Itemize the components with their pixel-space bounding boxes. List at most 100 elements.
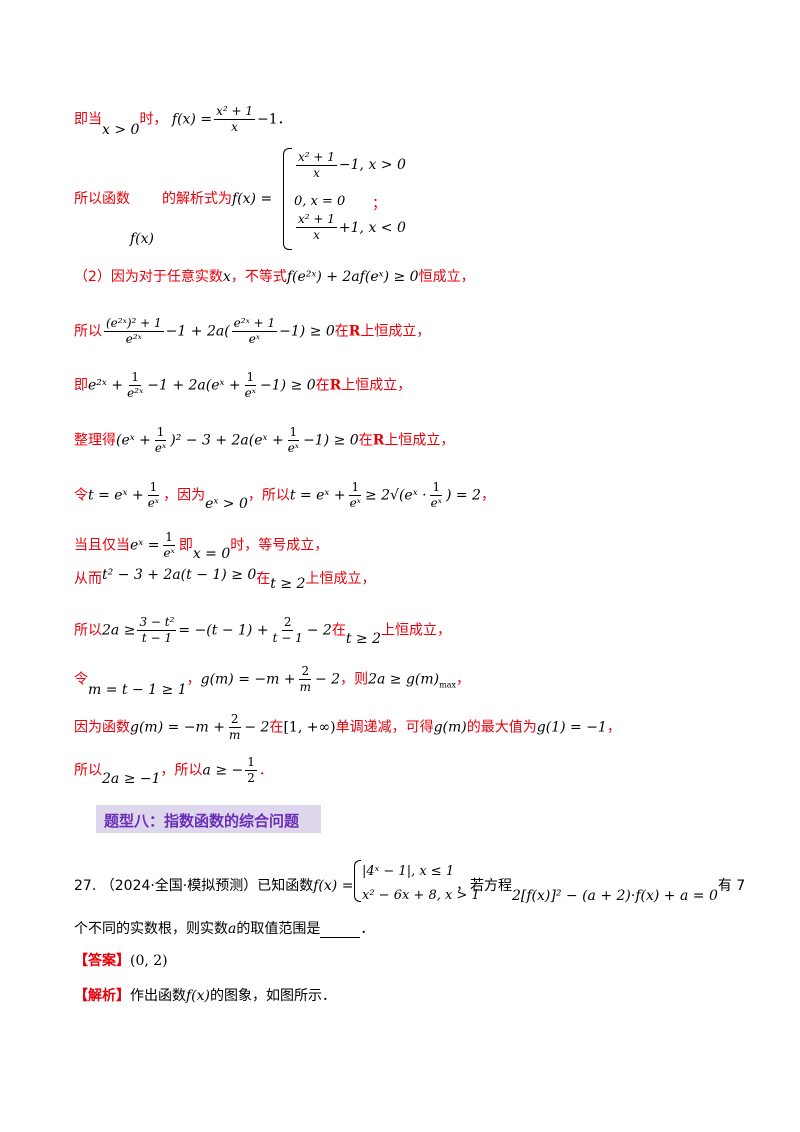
denominator: e²ˣ: [125, 332, 142, 346]
text: ，若方程: [456, 878, 512, 894]
denominator: 2: [247, 771, 255, 785]
text: 的取值范围是: [236, 921, 321, 937]
numerator: 1: [163, 530, 175, 546]
math: − 2: [314, 671, 341, 688]
denominator: eˣ: [147, 496, 160, 510]
math: t = eˣ +: [289, 487, 346, 504]
text: ，则: [340, 671, 369, 688]
math: f(x) =: [232, 191, 273, 207]
text: 所以: [74, 762, 102, 779]
text: 恒成立，: [418, 269, 475, 285]
section-title: 题型八：指数函数的综合问题: [104, 812, 300, 830]
math: m = t − 1 ≥ 1: [88, 681, 187, 698]
text: 上恒成立，: [380, 622, 451, 639]
text: 个不同的实数根，则实数: [74, 921, 228, 937]
denominator: x: [231, 120, 238, 134]
text: 上恒成立，: [341, 377, 412, 394]
math: ≥ 2√(eˣ ·: [364, 487, 427, 504]
math: − 2: [306, 622, 332, 639]
text: ，: [480, 487, 495, 504]
text: 整理得: [74, 432, 116, 449]
math: +1, x < 0: [338, 220, 406, 236]
answer-line: 【答案】(0, 2): [74, 950, 168, 970]
problem-case-2: x² − 6x + 8, x > 1: [362, 884, 480, 903]
analysis-label: 【解析】: [74, 988, 130, 1004]
math: a: [228, 921, 237, 937]
text: （2）因为对于任意实数: [74, 269, 223, 285]
text: 在: [269, 719, 284, 736]
denominator: t − 1: [141, 631, 172, 645]
text: 因为函数: [74, 719, 130, 736]
denominator: eˣ: [154, 441, 167, 455]
numerator: e²ˣ + 1: [231, 316, 278, 332]
text: R: [348, 323, 361, 340]
numerator: 2: [228, 712, 241, 728]
text: R: [329, 377, 342, 394]
numerator: 1: [245, 755, 257, 771]
math: |4ˣ − 1|, x ≤ 1: [362, 864, 455, 879]
text: ，不等式: [230, 269, 287, 285]
problem-source: （2024·全国·模拟预测）已知函数: [100, 878, 314, 894]
math: 0, x = 0: [294, 194, 346, 209]
numerator: (e²ˣ)² + 1: [104, 316, 164, 332]
math: 2a ≥ g(m): [368, 671, 440, 688]
math: g(m) = −m +: [200, 671, 296, 688]
text: ，所以: [247, 487, 290, 504]
text: ，: [186, 671, 201, 688]
text: 从而: [74, 571, 102, 587]
math: 2[f(x)]² − (a + 2)·f(x) + a = 0: [512, 888, 718, 904]
text: 时，等号成立，: [230, 537, 329, 554]
answer-label: 【答案】: [74, 953, 130, 969]
math: f(x) =: [313, 878, 354, 894]
denominator: eˣ: [244, 386, 257, 400]
denominator: x: [313, 166, 320, 180]
math: (eˣ +: [116, 432, 151, 449]
section-banner: [96, 805, 321, 833]
numerator: 1: [244, 370, 257, 386]
math: f(x): [186, 988, 211, 1004]
numerator: 1: [430, 480, 443, 496]
text: 令: [74, 671, 88, 688]
numerator: 1: [287, 425, 300, 441]
text: ，所以: [160, 762, 203, 779]
problem-case-1: |4ˣ − 1|, x ≤ 1: [362, 860, 454, 879]
denominator: eˣ: [349, 496, 361, 510]
math: g(m) = −m +: [130, 719, 225, 736]
denominator: eˣ: [248, 332, 261, 346]
math: x > 0: [102, 121, 140, 138]
denominator: m: [228, 728, 241, 742]
analysis-line: 【解析】作出函数f(x)的图象，如图所示．: [74, 985, 336, 1005]
problem-27-line-2: 个不同的实数根，则实数a的取值范围是．: [74, 918, 374, 938]
math: t² − 3 + 2a(t − 1) ≥ 0: [102, 567, 257, 583]
text: 的最大值为: [466, 719, 537, 736]
math: f(e²ˣ) + 2af(eˣ) ≥ 0: [286, 269, 419, 285]
math: e²ˣ +: [88, 377, 124, 394]
math: 2a ≥ −1: [102, 770, 161, 787]
numerator: x² + 1: [296, 212, 337, 228]
math: x² − 6x + 8, x > 1: [362, 888, 480, 903]
denominator: eˣ: [163, 546, 175, 560]
math: −1 + 2a(eˣ +: [147, 377, 241, 394]
math: x: [222, 269, 231, 285]
text: 所以函数: [74, 191, 130, 207]
denominator: eˣ: [430, 496, 442, 510]
text: R: [372, 432, 385, 449]
numerator: x² + 1: [214, 104, 255, 120]
